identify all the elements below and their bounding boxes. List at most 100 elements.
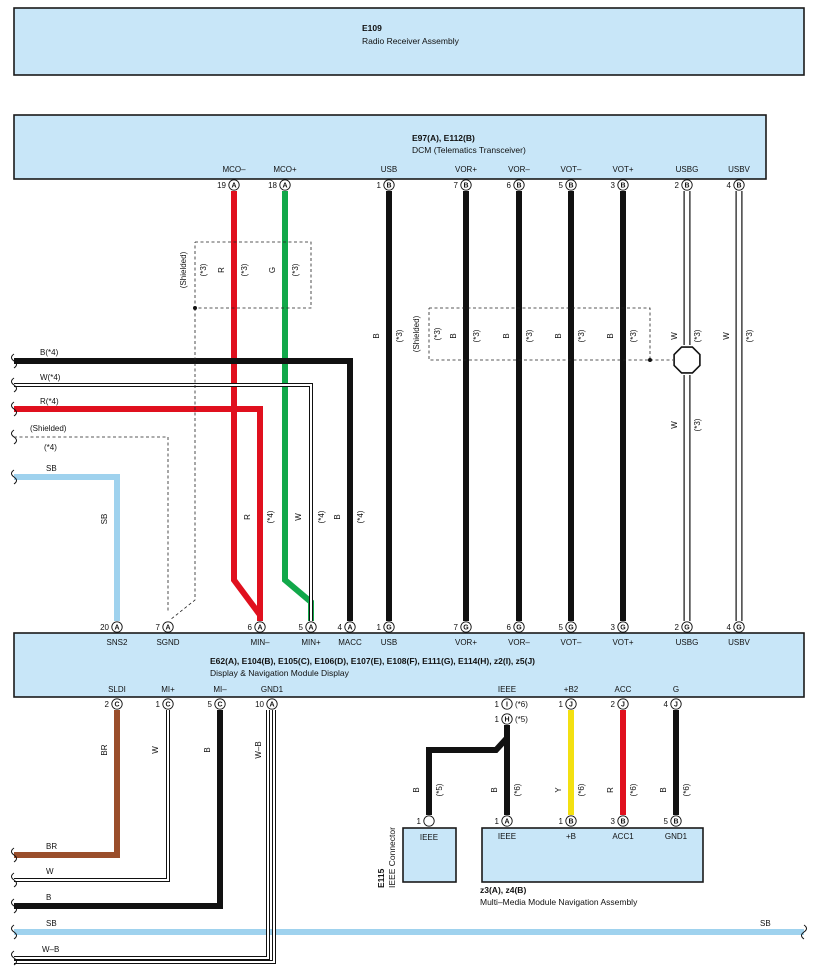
display-bottom-pin-1-connector: C [165,702,170,709]
display-bottom-pin-5-number: 1 [559,700,564,709]
mmm-pin-name-2: ACC1 [612,832,634,841]
display-ieee-alt-pin-circle [501,713,513,725]
mmm-pin-name-3: GND1 [665,832,688,841]
label-min-plus-color: W [294,513,303,521]
display-top-pin-0: A20 [100,621,123,633]
display-top-pin-0-circle [111,621,123,633]
display-bottom-pin-name-5: +B2 [564,685,579,694]
mmm-pin-2-number: 3 [611,817,616,826]
mmm-pin-name-0: IEEE [498,832,516,841]
label-ieee-mmm-color: B [490,787,499,792]
dcm-pin-0-circle [228,179,240,191]
display-ieee-alt-pin-number: 1 [495,715,500,724]
display-bottom-pin-6-circle [617,698,629,710]
display-top-pin-1-connector: A [165,625,170,632]
label-usbg-lower-note: (*3) [693,418,702,431]
wire-macc-left [14,358,353,621]
dcm-pin-3-connector: B [463,183,468,190]
display-top-pin-3: A5 [299,621,317,633]
left-wire-label-5: SB [46,464,57,473]
display-top-pin-5: G1 [377,621,395,633]
dcm-pin-1-number: 18 [268,181,277,190]
dcm-pin-name-2: USB [381,165,397,174]
dcm-pin-6-connector: B [620,183,625,190]
display-bottom-pin-5-circle [565,698,577,710]
display-top-pin-name-3: MIN+ [301,638,321,647]
display-top-pin-name-0: SNS2 [107,638,128,647]
display-top-pin-3-circle [305,621,317,633]
label-usb-note: (*3) [395,329,404,342]
dcm-pin-5-connector: B [568,183,573,190]
wire-gnd1-a [14,710,270,960]
display-top-pin-8-number: 5 [559,623,564,632]
label-mi-minus-color: B [203,747,212,752]
display-top-pin-8-connector: G [568,625,574,632]
display-bottom-pin-6: J2 [611,698,629,710]
display-bottom-pin-0: C2 [105,698,123,710]
display-bottom-pin-1-circle [162,698,174,710]
wire-min-plus-left-outline [14,383,313,621]
display-top-pin-9-connector: G [620,625,626,632]
dcm-pin-8-number: 4 [727,181,732,190]
shield-label-right: (Shielded) [412,315,421,352]
display-top-pin-11-number: 4 [727,623,732,632]
dcm-pin-1: A18 [268,179,291,191]
dcm-pin-name-5: VOT– [561,165,582,174]
display-top-pin-9-circle [617,621,629,633]
display-top-pin-name-7: VOR– [508,638,530,647]
label-vor-plus-note: (*3) [472,329,481,342]
left-edge-break-3 [11,429,17,445]
radio-receiver-assembly: E109 Radio Receiver Assembly [13,7,805,76]
wire-mi-minus-fill [14,710,223,909]
display-top-pin-8: G5 [559,621,577,633]
mmm-pin-3: B5 [664,815,682,827]
label-vor-plus-color: B [449,333,458,338]
mmm-pin-1-circle [565,815,577,827]
shield-mco-drain [169,308,196,621]
display-top-pin-9: G3 [611,621,629,633]
left-edge-break-0 [11,353,17,369]
bottom-wire-label-3: SB [46,919,57,928]
display-bottom-pin-name-7: G [673,685,679,694]
wire-ieee-e115-fill [426,725,510,815]
label-usbg-upper-note: (*3) [693,329,702,342]
dcm-pin-6: B3 [611,179,629,191]
mmm-pin-2-circle [617,815,629,827]
display-top-pin-8-circle [565,621,577,633]
dcm-pin-name-6: VOT+ [612,165,633,174]
ieee-connector-pin-circle [423,815,435,827]
label-acc1-color: R [606,787,615,793]
display-bottom-pin-name-1: MI+ [161,685,175,694]
dcm-pin-8: B4 [727,179,745,191]
dcm-pin-4: B6 [507,179,525,191]
left-edge-break-5 [11,847,17,863]
left-wire-label-2: R(*4) [40,397,59,406]
display-top-pin-5-number: 1 [377,623,382,632]
label-mco-minus-note: (*3) [240,263,249,276]
left-edge-break-6 [11,872,17,888]
shield-mco-box [194,241,312,309]
dcm-pin-6-circle [617,179,629,191]
left-edge-break-2 [11,401,17,417]
ieee-connector-pin-label: IEEE [420,833,438,842]
display-bottom-pin-4-number: 1 [495,700,500,709]
display-top-pin-2-connector: A [257,625,262,632]
mmm-pin-0-number: 1 [495,817,500,826]
label-min-plus-note: (*4) [317,510,326,523]
dcm-pin-0-connector: A [231,183,236,190]
multimedia-module: z3(A), z4(B) Multi–Media Module Navigati… [480,827,704,907]
display-top-pin-10-number: 2 [675,623,680,632]
display-top-pin-name-6: VOR+ [455,638,477,647]
wire-mi-minus [14,710,223,909]
dcm-pin-2-connector: B [386,183,391,190]
display-bottom-pin-4: I1 [495,698,513,710]
display-ieee-alt-pin-connector: H [504,717,509,724]
dcm-pin-8-circle [733,179,745,191]
left-edge-break-7 [11,898,17,914]
ieee-connector-pin: 1 [417,815,435,827]
label-vor-minus-note: (*3) [525,329,534,342]
display-top-pin-10-connector: G [684,625,690,632]
mmm-pin-3-number: 5 [664,817,669,826]
display-top-pin-11-circle [733,621,745,633]
